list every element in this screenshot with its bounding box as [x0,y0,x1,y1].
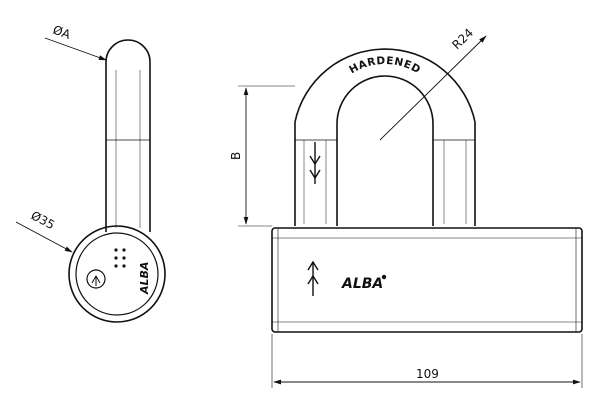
front-shackle-inner [336,75,434,226]
body-arrow-icon [307,260,319,296]
front-shackle-outer [294,48,476,226]
cylinder-brand-logo: ALBA [138,262,151,295]
cylinder-diameter-label: Ø35 [29,208,57,232]
shackle-diameter-leader [44,37,107,61]
front-dimension-lines [238,35,583,388]
cylinder-outer-ring [68,225,166,323]
side-shackle [105,39,151,232]
shackle-arrow-icon [309,142,321,184]
trademark-dot [381,274,387,280]
side-dimension-lines [15,37,107,253]
lock-body [271,227,583,333]
hardened-stamp: HARDENED [347,55,423,76]
keyway-icon [86,269,106,289]
key-pins [114,248,126,268]
cylinder-diameter-leader [15,221,73,253]
body-brand-logo: ALBA [341,276,383,292]
side-view [68,39,166,323]
clearance-label: B [229,152,243,160]
radius-leader [379,35,487,141]
front-view [271,48,583,333]
cylinder-inner-ring [75,232,159,316]
radius-label: R24 [449,26,476,52]
width-label: 109 [416,367,439,381]
shackle-diameter-label: ØA [51,23,73,42]
